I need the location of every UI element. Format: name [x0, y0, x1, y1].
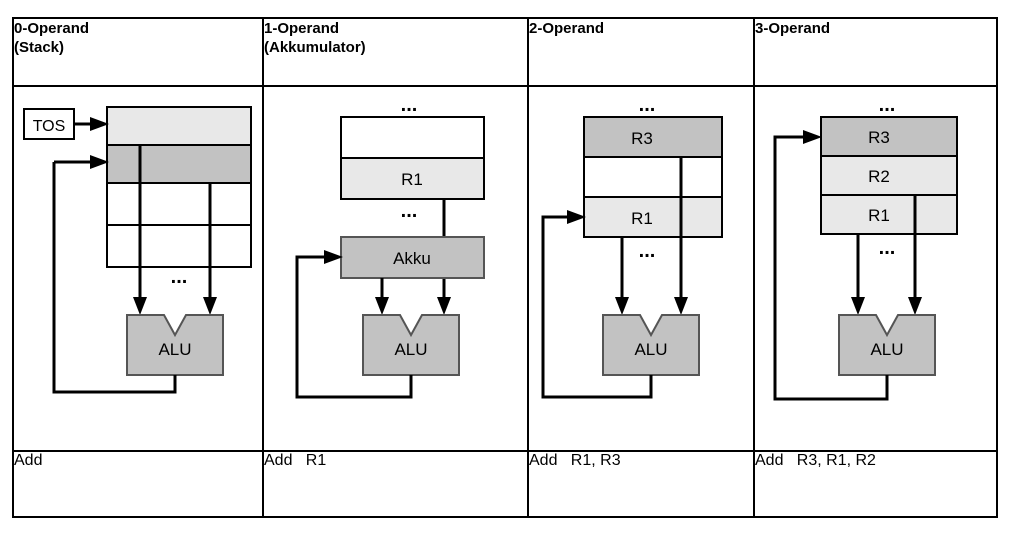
register-cell-r3-label: R3: [631, 129, 653, 148]
tos-pointer-arrowhead: [90, 116, 109, 131]
diagram-cell-1-operand: ... R1 ... Akku ALU: [262, 84, 529, 453]
register-file-bottom-ellipsis: ...: [401, 200, 418, 222]
register-cell-r1: [340, 156, 485, 200]
operand-a-arrowhead: [133, 296, 147, 315]
alu-shape: [838, 313, 936, 376]
operand-b-arrowhead: [674, 296, 688, 315]
register-cell-empty: [340, 115, 485, 159]
stack-cell-fourth: [106, 223, 252, 268]
column-header-3-operand: 3-Operand: [753, 17, 998, 87]
register-file-bottom-ellipsis: ...: [639, 240, 656, 262]
register-cell-r1-label: R1: [868, 206, 890, 225]
diagram-cell-2-operand: ... R3 R1 ... ALU: [527, 84, 755, 453]
accumulator-label: Akku: [393, 249, 431, 268]
stack-cell-third: [106, 181, 252, 226]
header-row: 0-Operand (Stack) 1-Operand (Akkumulator…: [12, 17, 998, 87]
operand-b-arrowhead: [908, 296, 922, 315]
operand-a-arrowhead: [851, 296, 865, 315]
alu-label: ALU: [634, 340, 667, 359]
diagram-row: ... ALU TOS: [12, 84, 998, 453]
register-cell-r1-label: R1: [401, 170, 423, 189]
register-file-top-ellipsis: ...: [639, 94, 656, 116]
stack-cell-second: [106, 143, 252, 184]
instruction-row: Add Add R1 Add R1, R3 Add R3, R1, R2: [12, 450, 998, 518]
result-feedback-arrowhead: [567, 209, 586, 224]
diagram-cell-3-operand: ... R3 R2 R1 ... ALU: [753, 84, 998, 453]
register-file-top-ellipsis: ...: [879, 94, 896, 116]
operand-b-arrowhead: [437, 296, 451, 315]
tos-pointer-label: TOS: [33, 118, 66, 135]
instruction-1-operand: Add R1: [262, 450, 529, 518]
register-cell-r3: [583, 115, 723, 158]
diagram-cell-0-operand: ... ALU TOS: [12, 84, 264, 453]
result-feedback-arrowhead: [803, 129, 822, 144]
operand-comparison-table: 0-Operand (Stack) 1-Operand (Akkumulator…: [12, 17, 998, 518]
register-cell-empty: [583, 155, 723, 198]
register-cell-r2-label: R2: [868, 167, 890, 186]
register-cell-r3: [820, 115, 958, 157]
result-feedback-path: [295, 255, 413, 399]
result-feedback-path: [52, 161, 177, 394]
operand-a-arrowhead: [615, 296, 629, 315]
result-feedback-arrowhead: [324, 249, 343, 264]
result-feedback-path: [541, 215, 653, 399]
register-cell-r1: [583, 195, 723, 238]
alu-label: ALU: [158, 340, 191, 359]
stack-ellipsis: ...: [171, 266, 188, 288]
result-feedback-arrowhead: [90, 154, 109, 169]
accumulator-box: [340, 235, 485, 279]
alu-label: ALU: [870, 340, 903, 359]
instruction-0-operand: Add: [12, 450, 264, 518]
column-header-2-operand: 2-Operand: [527, 17, 755, 87]
operand-a-arrowhead: [375, 296, 389, 315]
instruction-3-operand: Add R3, R1, R2: [753, 450, 998, 518]
result-feedback-path: [773, 135, 889, 401]
operand-b-arrowhead: [203, 296, 217, 315]
three-operand-machine-diagram: ... R3 R2 R1 ... ALU: [773, 94, 958, 401]
alu-shape: [126, 313, 224, 376]
register-file-top-ellipsis: ...: [401, 94, 418, 116]
register-file-bottom-ellipsis: ...: [879, 237, 896, 259]
accumulator-machine-diagram: ... R1 ... Akku ALU: [295, 94, 485, 399]
register-cell-r1: [820, 193, 958, 235]
alu-shape: [362, 313, 460, 376]
alu-shape: [602, 313, 700, 376]
instruction-2-operand: Add R1, R3: [527, 450, 755, 518]
register-cell-r1-label: R1: [631, 209, 653, 228]
stack-machine-diagram: ... ALU TOS: [23, 105, 252, 394]
column-header-0-operand: 0-Operand (Stack): [12, 17, 264, 87]
two-operand-machine-diagram: ... R3 R1 ... ALU: [541, 94, 723, 399]
alu-label: ALU: [394, 340, 427, 359]
stack-cell-top: [106, 105, 252, 146]
column-header-1-operand: 1-Operand (Akkumulator): [262, 17, 529, 87]
register-cell-r3-label: R3: [868, 128, 890, 147]
